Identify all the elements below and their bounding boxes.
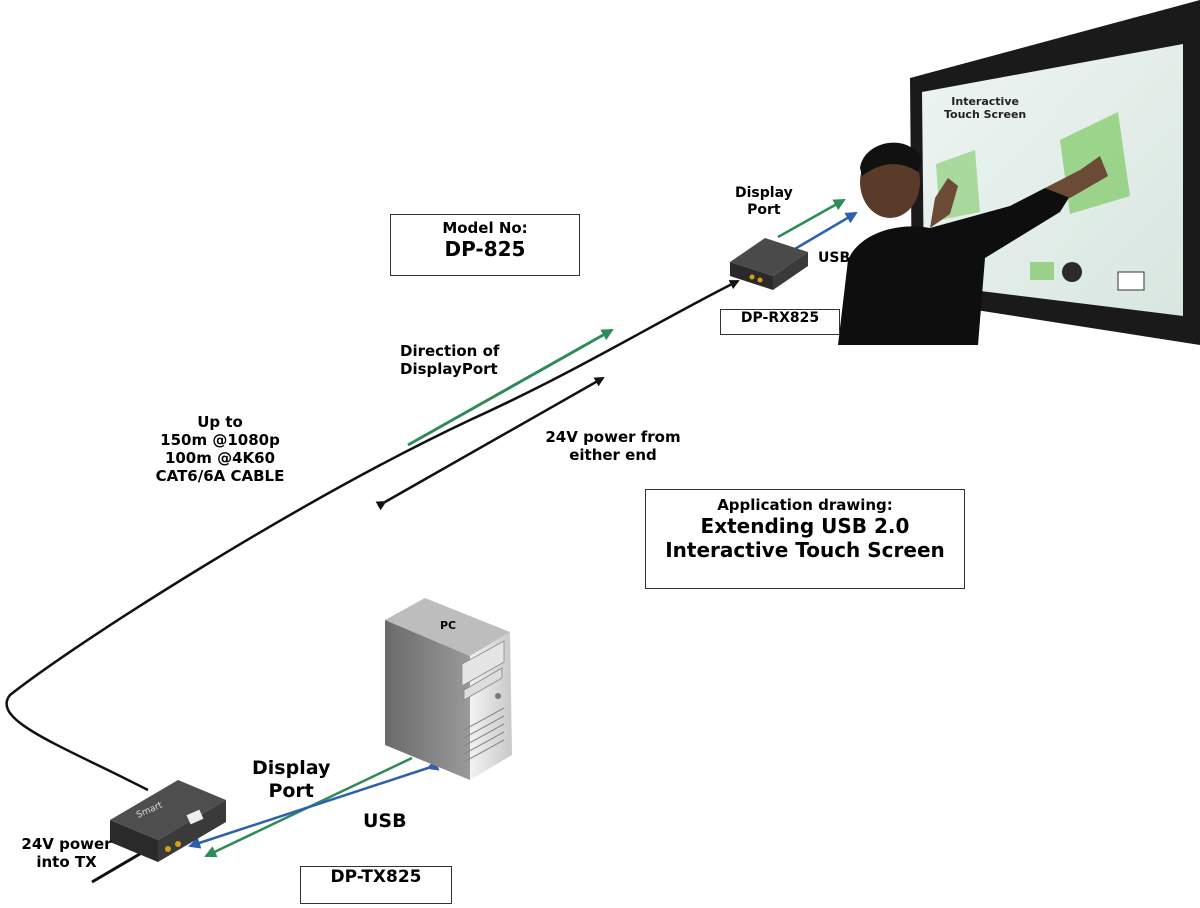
tx-model-box: DP-TX825 [300, 866, 452, 904]
model-number-value: DP-825 [444, 237, 526, 261]
pc-tower [385, 598, 512, 780]
rx-displayport-label: Display Port [735, 185, 793, 219]
rx-usb-label: USB [818, 250, 851, 266]
cable-spec-label: Up to 150m @1080p 100m @4K60 CAT6/6A CAB… [140, 413, 300, 485]
rx-displayport-line2: Port [747, 201, 781, 218]
tx-displayport-line1: Display [252, 757, 331, 779]
power-both-line2: either end [569, 446, 657, 464]
person-silhouette [838, 142, 1108, 345]
power-both-line1: 24V power from [545, 428, 681, 446]
direction-line2: DisplayPort [400, 360, 498, 378]
tx-usb-arrow [188, 759, 440, 849]
tx-unit: Smart [110, 780, 226, 862]
direction-label: Direction of DisplayPort [400, 342, 499, 378]
rx-unit [730, 238, 808, 290]
rx-model-box: DP-RX825 [720, 309, 840, 335]
cable-spec-line1: Up to [197, 413, 243, 431]
rx-displayport-line1: Display [735, 185, 793, 201]
tx-displayport-label: Display Port [252, 757, 330, 803]
rx-usb-arrow [776, 211, 858, 264]
cable-spec-line4: CAT6/6A CABLE [155, 467, 285, 485]
cat-cable [5, 279, 740, 792]
tx-usb-label: USB [363, 810, 407, 832]
cable-spec-line2: 150m @1080p [160, 431, 280, 449]
tx-power-label: 24V power into TX [14, 835, 119, 871]
application-drawing-box: Application drawing: Extending USB 2.0 I… [645, 489, 965, 589]
tx-model-name: DP-TX825 [330, 867, 422, 887]
pc-label: PC [440, 619, 457, 632]
screen-button-icon [1062, 262, 1082, 282]
power-both-label: 24V power from either end [528, 428, 698, 464]
application-drawing-caption: Application drawing: [717, 496, 893, 514]
model-number-box: Model No: DP-825 [390, 214, 580, 276]
tx-power-line1: 24V power [21, 835, 112, 853]
application-drawing-title2: Interactive Touch Screen [665, 538, 945, 562]
screen-button-icon [1030, 262, 1054, 280]
screen-label-line2: Touch Screen [944, 108, 1027, 122]
screen-label: Interactive Touch Screen [944, 95, 1026, 121]
screen-button-icon [1117, 271, 1145, 291]
rx-model-name: DP-RX825 [740, 310, 820, 326]
power-arrow [375, 376, 605, 511]
screen-label-line1: Interactive [951, 95, 1019, 108]
tx-logo-icon [186, 809, 204, 825]
cable-spec-line3: 100m @4K60 [164, 449, 276, 467]
tx-power-line2: into TX [36, 853, 97, 871]
application-drawing-title1: Extending USB 2.0 [700, 514, 910, 538]
direction-line1: Direction of [400, 342, 500, 360]
model-number-label: Model No: [442, 219, 528, 237]
tx-displayport-line2: Port [268, 779, 314, 802]
